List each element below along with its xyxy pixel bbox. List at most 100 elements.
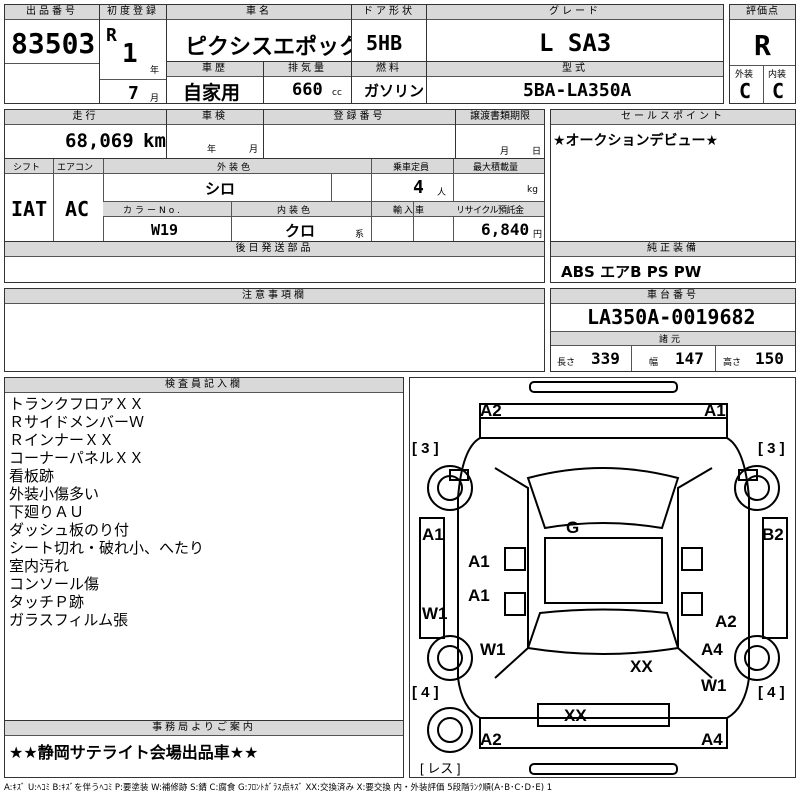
reg-month-unit: 月 <box>150 94 160 104</box>
interior-color: クロ <box>285 222 316 240</box>
load-unit: kg <box>527 185 538 195</box>
seats: 4 <box>413 177 424 198</box>
displacement: 660 <box>292 80 323 100</box>
damage-mark: G <box>566 518 580 537</box>
displacement-label: 排気量 <box>264 62 351 77</box>
reg-month: 7 <box>128 83 139 104</box>
damage-mark: A1 <box>704 401 726 420</box>
grade: L SA3 <box>539 29 612 57</box>
damage-mark: W1 <box>422 604 448 623</box>
spare-tire: [ レス ] <box>420 761 461 776</box>
car-name-label: 車名 <box>167 5 351 20</box>
chassis-label: 車台番号 <box>551 289 795 304</box>
legend: A:ｷｽﾞ U:ﾍｺﾐ B:ｷｽﾞを伴うﾍｺﾐ P:要塗装 W:補修跡 S:錆 … <box>4 783 553 793</box>
equipment: ABS エアB PS PW <box>561 263 702 281</box>
tire-tread: [ 3 ] <box>758 440 785 457</box>
inspector-note: タッチＰ跡 <box>9 593 85 611</box>
interior-suffix: 系 <box>355 230 365 240</box>
damage-mark: W1 <box>480 640 506 659</box>
seats-unit: 人 <box>437 188 447 198</box>
inspector-note: 外装小傷多い <box>9 485 100 503</box>
recycle: 6,840 <box>481 220 530 239</box>
inspector-note: ダッシュ板のり付 <box>9 521 130 539</box>
reg-era: R <box>106 25 117 46</box>
width: 147 <box>675 349 704 368</box>
height-label: 高さ <box>723 358 742 368</box>
dims-label: 諸元 <box>659 335 684 345</box>
displacement-unit: cc <box>332 88 342 98</box>
tire-tread: [ 4 ] <box>758 684 785 701</box>
damage-mark: A1 <box>422 525 444 544</box>
reg-year-unit: 年 <box>150 66 160 76</box>
ext-grade: C <box>739 79 752 103</box>
recycle-unit: 円 <box>533 230 543 240</box>
model-label: 型式 <box>427 62 723 77</box>
inspection-label: 車検 <box>167 110 263 125</box>
transfer-box: 譲渡書類期限 月 日 <box>455 109 545 159</box>
damage-mark: A4 <box>701 730 723 749</box>
mileage-unit: km <box>143 130 166 152</box>
reg-label: 初度登録 <box>100 5 166 20</box>
sales-point-box: セールスポイント ★オークションデビュー★ <box>550 109 796 243</box>
inspection-month-unit: 月 <box>249 145 259 155</box>
damage-mark: A2 <box>480 401 502 420</box>
displacement-box: 排気量 660 cc <box>263 61 352 104</box>
car-outline <box>419 381 788 775</box>
chassis-number: LA350A-0019682 <box>587 305 756 329</box>
mileage-label: 走行 <box>5 110 166 125</box>
fuel: ガソリン <box>364 82 425 100</box>
score-label: 評価点 <box>730 5 795 20</box>
color-label: 外装色 <box>217 163 254 173</box>
damage-mark: A2 <box>480 730 502 749</box>
door-label: ドア形状 <box>352 5 426 20</box>
tire-tread: [ 4 ] <box>412 684 439 701</box>
model: 5BA-LA350A <box>523 80 632 101</box>
int-grade: C <box>772 79 785 103</box>
seats-label: 乗車定員 <box>393 163 430 173</box>
int-label: 内装 <box>768 70 787 80</box>
damage-mark: B2 <box>762 525 784 544</box>
ac: AC <box>65 197 90 221</box>
inspection-year-unit: 年 <box>207 145 217 155</box>
inspector-note: トランクフロアＸＸ <box>9 395 145 413</box>
lot-number: 83503 <box>11 27 96 60</box>
door: 5HB <box>366 31 403 55</box>
door-box: ドア形状 5HB <box>351 4 427 62</box>
transfer-label: 譲渡書類期限 <box>456 110 544 125</box>
reg-year: 1 <box>122 39 138 69</box>
equipment-label: 純正装備 <box>551 242 795 257</box>
interior-label: 内装色 <box>277 206 314 216</box>
specs-box: シフト エアコン 外装色 乗車定員 最大積載量 IAT AC シロ 4 人 kg… <box>4 158 545 242</box>
inspector-note: コーナーパネルＸＸ <box>9 449 144 467</box>
import-label: 輸入車 <box>393 206 427 216</box>
length-label: 長さ <box>557 358 576 368</box>
damage-mark: A1 <box>468 552 490 571</box>
score: R <box>754 29 771 62</box>
color-no: W19 <box>151 221 179 239</box>
grade-label: グレード <box>427 5 723 20</box>
damage-diagram: A2 A1 A1 B2 A1 A1 G W1 W1 A2 A4 XX W1 XX… <box>409 377 796 778</box>
notes-label: 注意事項欄 <box>5 289 544 304</box>
shift-label: シフト <box>13 163 41 173</box>
damage-mark: W1 <box>701 676 727 695</box>
inspector-note: 看板跡 <box>9 467 55 485</box>
later-parts-label: 後日発送部品 <box>5 242 544 257</box>
car-name-box: 車名 ピクシスエポック <box>166 4 361 62</box>
lot-label: 出品番号 <box>5 5 99 20</box>
mileage-box: 走行 68,069 km <box>4 109 167 159</box>
transfer-month-unit: 月 <box>500 147 510 157</box>
history: 自家用 <box>183 82 241 104</box>
equipment-box: 純正装備 ABS エアB PS PW <box>550 241 796 283</box>
ac-label: エアコン <box>57 163 94 173</box>
inspector-note: ＲサイドメンバーＷ <box>9 413 145 431</box>
inspector-note: 下廻りＡＵ <box>9 503 85 521</box>
shift: IAT <box>11 197 48 221</box>
notes-box: 注意事項欄 <box>4 288 545 372</box>
car-name: ピクシスエポック <box>185 35 362 60</box>
tire-tread: [ 3 ] <box>412 440 439 457</box>
history-label: 車歴 <box>167 62 263 77</box>
inspector-note: シート切れ・破れ小、へたり <box>9 539 205 557</box>
color-no-label: カラーNo. <box>123 206 183 216</box>
inspector-note: コンソール傷 <box>9 575 100 593</box>
